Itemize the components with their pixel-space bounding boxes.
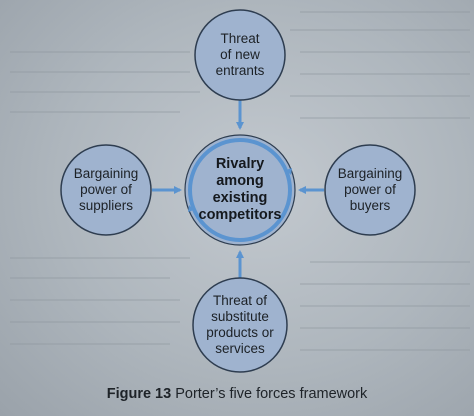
figure-number: Figure 13	[106, 386, 172, 402]
force-label-left: Bargaining power of suppliers	[73, 166, 139, 213]
center-label: Rivalry among existing competitors	[198, 156, 282, 223]
ring-arrowhead-1	[286, 168, 292, 175]
force-label-right: Bargaining power of buyers	[337, 166, 403, 213]
node-circle-top	[194, 9, 286, 101]
ring-arrowhead-2	[188, 205, 194, 212]
center-rotation-ring	[188, 138, 292, 242]
node-circle-left	[60, 144, 152, 236]
figure-title: Porter’s five forces framework	[175, 386, 368, 402]
force-label-top: Threat of new entrants	[215, 31, 265, 78]
node-circle-center	[184, 134, 296, 246]
figure-caption: Figure 13 Porter’s five forces framework	[0, 386, 474, 402]
force-label-bottom: Threat of substitute products or service…	[206, 293, 274, 356]
node-circle-right	[324, 144, 416, 236]
node-circle-bottom	[192, 277, 288, 373]
